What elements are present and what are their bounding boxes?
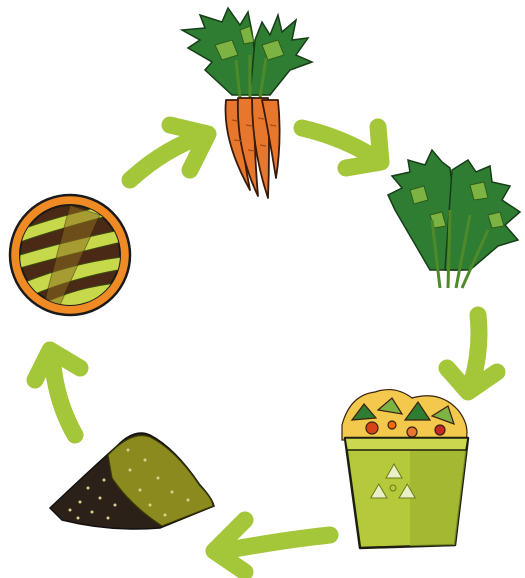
arrow-soil-to-field	[35, 350, 80, 435]
arrow-carrots-to-greens	[302, 127, 381, 168]
recycling-compost-bin-icon	[342, 390, 468, 548]
carrot-greens-icon	[388, 150, 520, 288]
arrow-field-to-carrots	[130, 125, 208, 180]
carrot-bunch-icon	[182, 8, 312, 198]
arrow-greens-to-bin	[447, 315, 497, 392]
arrow-bin-to-soil	[214, 520, 330, 572]
soil-pile-icon	[50, 433, 214, 529]
crop-field-icon	[10, 195, 130, 315]
